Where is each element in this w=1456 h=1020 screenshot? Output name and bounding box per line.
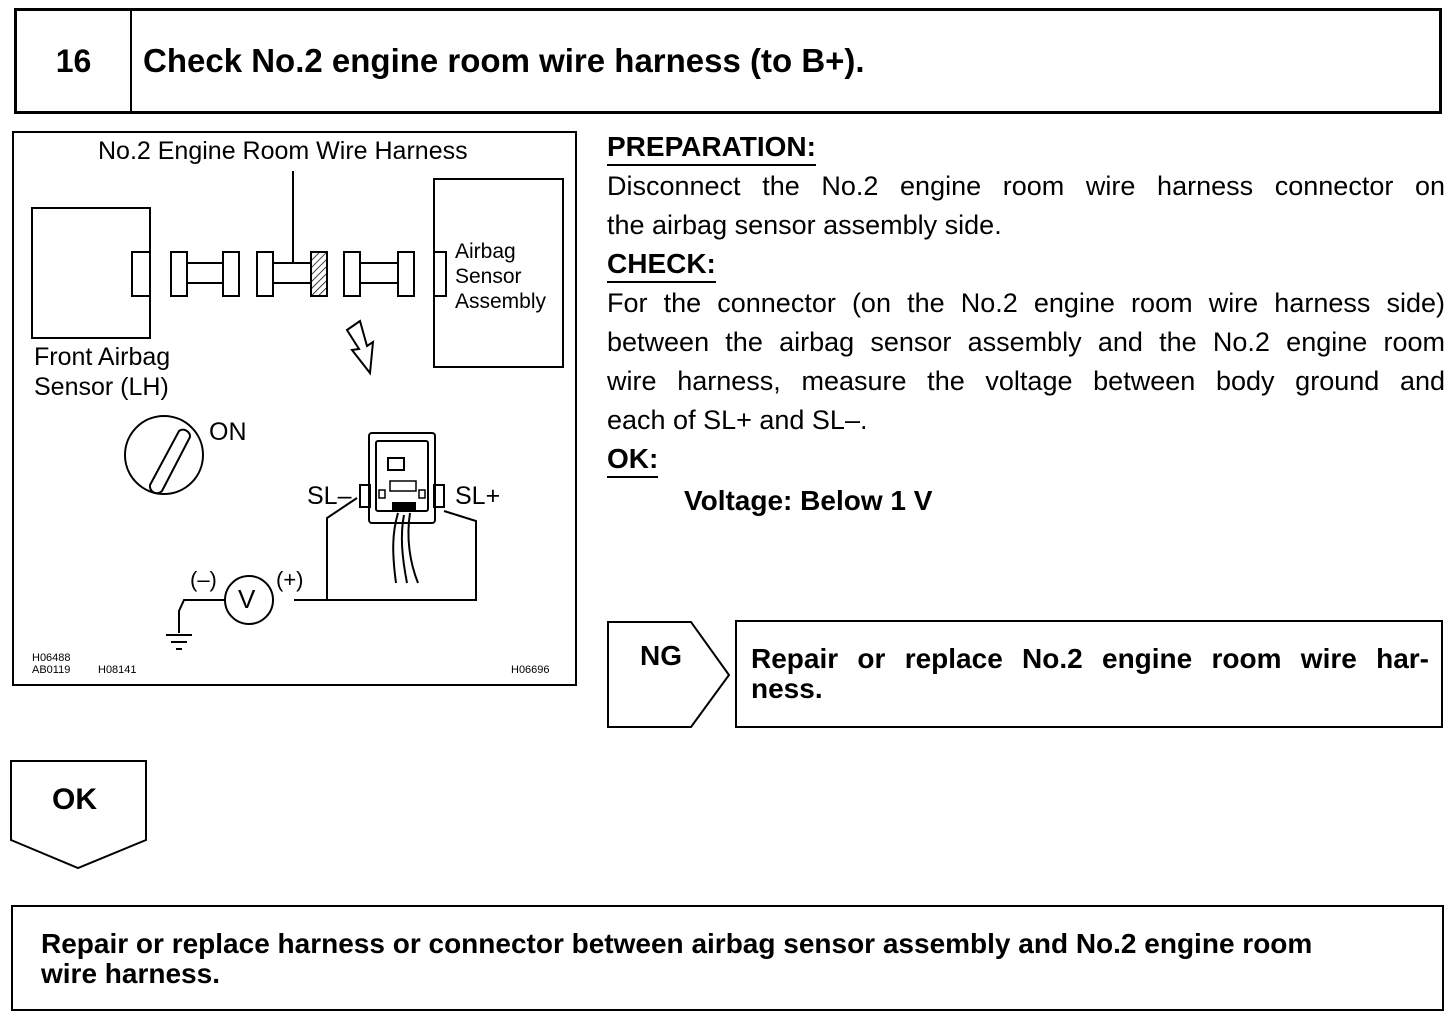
ok-label: OK: [52, 783, 97, 816]
harness-connector-2: [256, 171, 328, 297]
ng-arrow-shape: [607, 621, 731, 728]
harness-connector-1: [170, 251, 240, 297]
check-line-4: each of SL+ and SL–.: [607, 405, 868, 435]
wiring-diagram-drawing: [31, 171, 564, 650]
step-title: Check No.2 engine room wire harness (to …: [143, 42, 865, 79]
check-line-2: between the airbag sensor assembly and t…: [607, 327, 1445, 357]
wiring-diagram: No.2 Engine Room Wire Harness Airbag Sen…: [12, 131, 577, 686]
instructions: PREPARATION: Disconnect the No.2 engine …: [607, 128, 1445, 520]
ok-arrow-shape: [10, 760, 147, 870]
meter-plus-label: (+): [276, 567, 304, 592]
harness-connector-3: [343, 251, 415, 297]
ok-heading: OK:: [607, 442, 659, 478]
preparation-line-1: Disconnect the No.2 engine room wire har…: [607, 171, 1445, 201]
final-action-line-1: Repair or replace harness or connector b…: [41, 928, 1313, 959]
harness-label: No.2 Engine Room Wire Harness: [98, 137, 468, 165]
voltmeter-symbol: V: [238, 584, 256, 614]
check-line-3: wire harness, measure the voltage betwee…: [607, 366, 1445, 396]
figure-code-1: H06488: [32, 652, 71, 664]
ng-action-line-1: Repair or replace No.2 engine room wire …: [751, 643, 1429, 674]
ignition-switch: [124, 415, 204, 495]
preparation-line-2: the airbag sensor assembly side.: [607, 210, 1002, 240]
ng-action-line-2: ness.: [751, 673, 823, 704]
figure-code-2: AB0119: [32, 663, 71, 676]
ng-action-box: Repair or replace No.2 engine room wire …: [735, 620, 1443, 728]
figure-codes-left: H06488 AB0119: [32, 652, 71, 676]
step-header: 16 Check No.2 engine room wire harness (…: [14, 8, 1442, 114]
ok-criteria: Voltage: Below 1 V: [684, 485, 933, 516]
terminal-sl-plus-label: SL+: [455, 482, 501, 510]
front-sensor-label-line2: Sensor (LH): [34, 373, 169, 401]
airbag-sensor-label-line2: Sensor: [455, 265, 522, 289]
meter-minus-label: (–): [190, 567, 217, 592]
airbag-sensor-assembly-label: Airbag Sensor Assembly: [455, 239, 546, 315]
terminal-sl-minus-label: SL–: [307, 482, 352, 510]
front-sensor-label-line1: Front Airbag: [34, 343, 171, 371]
check-line-1: For the connector (on the No.2 engine ro…: [607, 288, 1445, 318]
ng-label: NG: [640, 640, 682, 671]
figure-code-mid: H08141: [98, 664, 137, 676]
preparation-heading: PREPARATION:: [607, 130, 816, 166]
figure-code-right: H06696: [511, 664, 550, 676]
airbag-sensor-label-line3: Assembly: [455, 290, 547, 314]
connector-face: [359, 432, 445, 584]
final-action-line-2: wire harness.: [41, 958, 220, 989]
step-number: 16: [17, 11, 132, 111]
ignition-on-label: ON: [209, 418, 247, 446]
airbag-sensor-label-line1: Airbag: [455, 240, 516, 263]
front-sensor-label: Front Airbag Sensor (LH): [34, 342, 170, 402]
check-heading: CHECK:: [607, 247, 716, 283]
final-action-box: Repair or replace harness or connector b…: [11, 905, 1444, 1011]
